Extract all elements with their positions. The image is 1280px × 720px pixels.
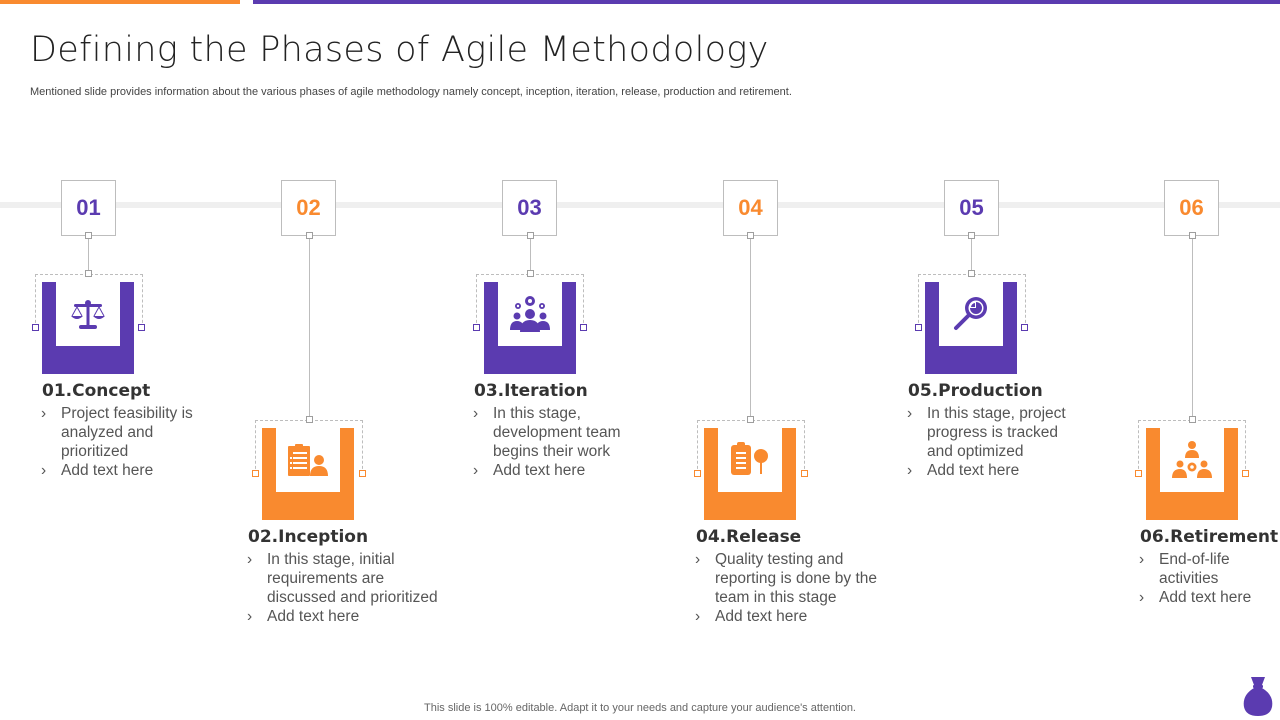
selection-handle: [1021, 324, 1028, 331]
selection-handle: [306, 232, 313, 239]
bullet-item: Add text here: [1139, 588, 1279, 607]
phase-icon-frame: [1146, 428, 1238, 520]
phase-title: 04.Release: [696, 527, 802, 547]
phase-number: 05: [959, 195, 984, 220]
selection-handle: [527, 232, 534, 239]
footer-note: This slide is 100% editable. Adapt it to…: [424, 702, 856, 714]
bullet-item: Add text here: [41, 461, 216, 480]
selection-handle: [747, 416, 754, 423]
bullet-item: End-of-life activities: [1139, 550, 1279, 588]
clipboard-user-icon: [288, 444, 328, 476]
timeline-band: [0, 202, 1280, 208]
phase-bullets: Project feasibility is analyzed and prio…: [41, 404, 216, 480]
phase-number-box: 03: [502, 180, 557, 236]
selection-handle: [1135, 470, 1142, 477]
team-hierarchy-icon: [1172, 441, 1212, 478]
top-accent-bar-orange: [0, 0, 240, 4]
selection-handle: [747, 232, 754, 239]
selection-handle: [968, 270, 975, 277]
selection-handle: [580, 324, 587, 331]
money-bag-icon: [1243, 677, 1273, 716]
connector-line: [971, 236, 972, 274]
selection-handle: [694, 470, 701, 477]
selection-handle: [138, 324, 145, 331]
page-title: Defining the Phases of Agile Methodology: [30, 30, 769, 70]
phase-icon-frame: [484, 282, 576, 374]
phase-bullets: In this stage, development team begins t…: [473, 404, 648, 480]
bullet-item: In this stage, initial requirements are …: [247, 550, 457, 607]
phase-bullets: End-of-life activities Add text here: [1139, 550, 1279, 607]
phase-icon-frame: [704, 428, 796, 520]
phase-number: 03: [517, 195, 542, 220]
phase-number-box: 06: [1164, 180, 1219, 236]
phase-number-box: 02: [281, 180, 336, 236]
selection-handle: [306, 416, 313, 423]
phase-number: 02: [296, 195, 321, 220]
phase-title: 06.Retirement: [1140, 527, 1279, 547]
bullet-item: In this stage, project progress is track…: [907, 404, 1087, 461]
phase-icon-frame: [925, 282, 1017, 374]
bullet-item: Project feasibility is analyzed and prio…: [41, 404, 216, 461]
scales-icon: [71, 300, 105, 329]
bullet-item: Add text here: [695, 607, 880, 626]
selection-handle: [527, 270, 534, 277]
phase-title: 02.Inception: [248, 527, 369, 547]
connector-line: [750, 236, 751, 420]
connector-line: [88, 236, 89, 274]
selection-handle: [359, 470, 366, 477]
phase-number: 06: [1179, 195, 1204, 220]
phase-icon-frame: [42, 282, 134, 374]
selection-handle: [1189, 416, 1196, 423]
top-accent-bar-purple: [253, 0, 1280, 4]
selection-handle: [473, 324, 480, 331]
phase-number: 04: [738, 195, 763, 220]
phase-bullets: Quality testing and reporting is done by…: [695, 550, 880, 626]
selection-handle: [1242, 470, 1249, 477]
selection-handle: [968, 232, 975, 239]
phase-number-box: 04: [723, 180, 778, 236]
bullet-item: Add text here: [907, 461, 1087, 480]
phase-number-box: 01: [61, 180, 116, 236]
selection-handle: [252, 470, 259, 477]
clipboard-pin-icon: [731, 442, 768, 475]
phase-number-box: 05: [944, 180, 999, 236]
phase-icon-frame: [262, 428, 354, 520]
phase-bullets: In this stage, project progress is track…: [907, 404, 1087, 480]
connector-line: [1192, 236, 1193, 420]
phase-title: 01.Concept: [42, 381, 151, 401]
bullet-item: Add text here: [473, 461, 648, 480]
bullet-item: Quality testing and reporting is done by…: [695, 550, 880, 607]
selection-handle: [801, 470, 808, 477]
selection-handle: [1189, 232, 1196, 239]
bullet-item: Add text here: [247, 607, 457, 626]
selection-handle: [85, 270, 92, 277]
team-gears-icon: [510, 296, 550, 332]
magnifier-chart-icon: [954, 297, 987, 330]
selection-handle: [32, 324, 39, 331]
phase-bullets: In this stage, initial requirements are …: [247, 550, 457, 626]
bullet-item: In this stage, development team begins t…: [473, 404, 648, 461]
phase-number: 01: [76, 195, 101, 220]
connector-line: [530, 236, 531, 274]
selection-handle: [85, 232, 92, 239]
phase-title: 05.Production: [908, 381, 1043, 401]
phase-title: 03.Iteration: [474, 381, 588, 401]
page-subtitle: Mentioned slide provides information abo…: [30, 86, 792, 98]
selection-handle: [915, 324, 922, 331]
connector-line: [309, 236, 310, 420]
